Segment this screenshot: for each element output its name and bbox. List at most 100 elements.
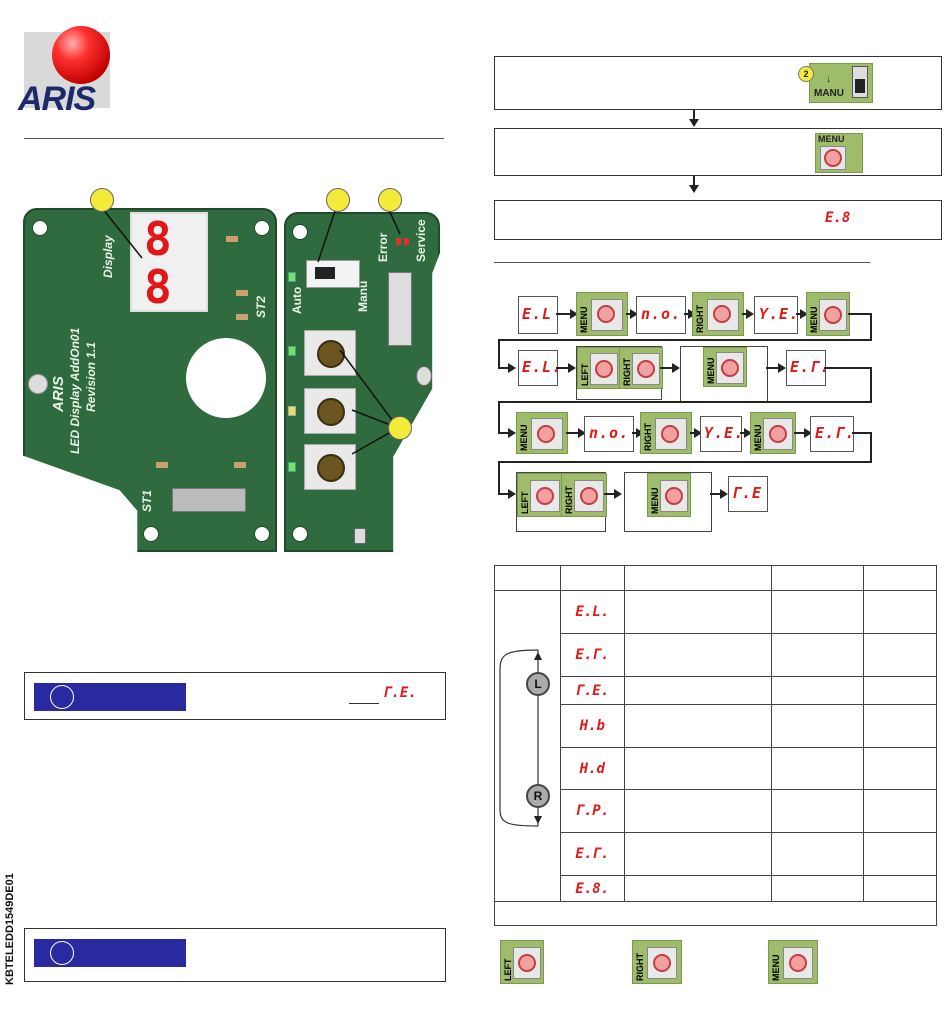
error-code: H.b xyxy=(579,718,605,734)
button-knob xyxy=(317,454,345,482)
button-label: RIGHT xyxy=(564,486,574,514)
right-rule xyxy=(494,262,870,263)
display-digit-2: 8 xyxy=(144,260,172,314)
board-cutout xyxy=(186,338,266,418)
button-dot-icon xyxy=(665,487,683,505)
error-table: E.L. E.Γ. Γ.E. H.b H.d Γ.P. E.Γ. E.8. xyxy=(494,565,937,926)
step-box-1: MANU ↓ 2 xyxy=(494,56,942,110)
left-button: LEFT xyxy=(517,473,563,517)
table-header-row xyxy=(494,565,937,591)
flow-arrow-down-icon xyxy=(689,185,699,193)
menu-button: MENU xyxy=(806,292,850,336)
arrow-right-icon xyxy=(614,489,622,499)
service-connector xyxy=(388,272,412,346)
table-footer-row xyxy=(494,901,937,926)
button-label: LEFT xyxy=(520,491,530,515)
display-box: E.Γ. xyxy=(786,350,829,386)
display-value: Y.E. xyxy=(759,305,800,323)
button-dot-icon xyxy=(537,425,555,443)
table-row: E.L. xyxy=(494,590,937,902)
button-dot-icon xyxy=(824,306,842,324)
display-value: E.Γ. xyxy=(815,424,856,442)
underline xyxy=(349,703,379,704)
button-dot-icon xyxy=(637,360,655,378)
menu-label: MENU xyxy=(818,134,845,144)
button-label: MENU xyxy=(809,306,819,334)
status-led xyxy=(288,462,296,472)
logo-ball-icon xyxy=(52,26,110,84)
error-code: E.Γ. xyxy=(575,647,610,663)
right-button: RIGHT xyxy=(619,347,663,389)
arrow-right-icon xyxy=(744,428,752,438)
button-dot-icon xyxy=(653,954,671,972)
step-box-2: MENU xyxy=(494,128,942,176)
button-label: RIGHT xyxy=(695,305,705,333)
menu-button: MENU xyxy=(576,292,628,336)
table-row: H.d xyxy=(495,747,937,790)
flow-arrow-line xyxy=(693,176,695,186)
arrow-right-icon xyxy=(746,309,754,319)
display-value: E.L. xyxy=(522,358,563,376)
display-value: Γ.E xyxy=(732,484,763,502)
document-code: KBTELEDD1549DE01 xyxy=(4,873,16,985)
left-right-group: LEFT RIGHT xyxy=(516,472,607,532)
auto-manu-switch xyxy=(306,260,360,288)
display-box: n.o. xyxy=(636,296,686,334)
arrow-right-icon xyxy=(778,363,786,373)
menu-group: MENU xyxy=(680,346,768,402)
display-value: Y.E. xyxy=(704,424,745,442)
button-label: MENU xyxy=(519,424,529,452)
menu-group: MENU xyxy=(624,472,712,532)
callout-lines xyxy=(101,207,401,455)
display-box: Γ.E xyxy=(728,476,768,512)
button-label: MENU xyxy=(579,306,589,334)
table-row: H.b xyxy=(495,704,937,748)
down-arrow-icon: ↓ xyxy=(826,74,831,85)
status-led xyxy=(288,406,296,416)
switch-knob xyxy=(855,79,865,93)
display-box: Y.E. xyxy=(700,416,745,452)
info-box-header xyxy=(34,683,186,711)
button-knob xyxy=(317,398,345,426)
button-label: RIGHT xyxy=(643,423,653,451)
button-label: MENU xyxy=(706,357,716,385)
info-circle-icon xyxy=(50,685,74,709)
left-top-rule xyxy=(24,138,444,139)
right-nav-icon: R xyxy=(526,784,550,808)
button-label: MENU xyxy=(771,954,781,982)
button-knob xyxy=(317,340,345,368)
board-hole xyxy=(292,526,308,542)
error-code: E.8. xyxy=(575,880,610,897)
display-box: n.o. xyxy=(584,416,634,452)
board-button-top xyxy=(304,330,356,376)
info-box-header xyxy=(34,939,186,967)
seven-segment-display: 8 8 xyxy=(130,212,208,312)
button-dot-icon xyxy=(580,487,598,505)
callout-marker xyxy=(90,188,114,212)
left-nav-icon: L xyxy=(526,672,550,696)
menu-button: MENU xyxy=(750,412,796,454)
smd-component xyxy=(156,462,168,468)
table-row: Γ.E. xyxy=(495,676,937,705)
error-code: Γ.P. xyxy=(575,803,610,819)
table-row: E.Γ. xyxy=(495,633,937,677)
legend-left-button: LEFT xyxy=(500,940,544,984)
right-button: RIGHT xyxy=(561,473,607,517)
legend-right-button: RIGHT xyxy=(632,940,682,984)
error-code: H.d xyxy=(579,760,605,777)
callout-marker xyxy=(326,188,350,212)
arrow-right-icon xyxy=(720,489,728,499)
switch-body xyxy=(852,66,868,98)
table-row: Γ.P. xyxy=(495,789,937,833)
display-value: n.o. xyxy=(589,424,630,442)
button-label: RIGHT xyxy=(635,953,645,981)
error-code: E.L. xyxy=(575,604,610,620)
button-dot-icon xyxy=(713,305,731,323)
left-right-group: LEFT RIGHT xyxy=(576,346,663,400)
flow-arrow-down-icon xyxy=(689,119,699,127)
smd-component xyxy=(236,290,248,296)
button-dot-icon xyxy=(789,954,807,972)
step3-code: E.8 xyxy=(825,210,851,226)
button-label: RIGHT xyxy=(622,358,632,386)
board-button-middle xyxy=(304,388,356,434)
